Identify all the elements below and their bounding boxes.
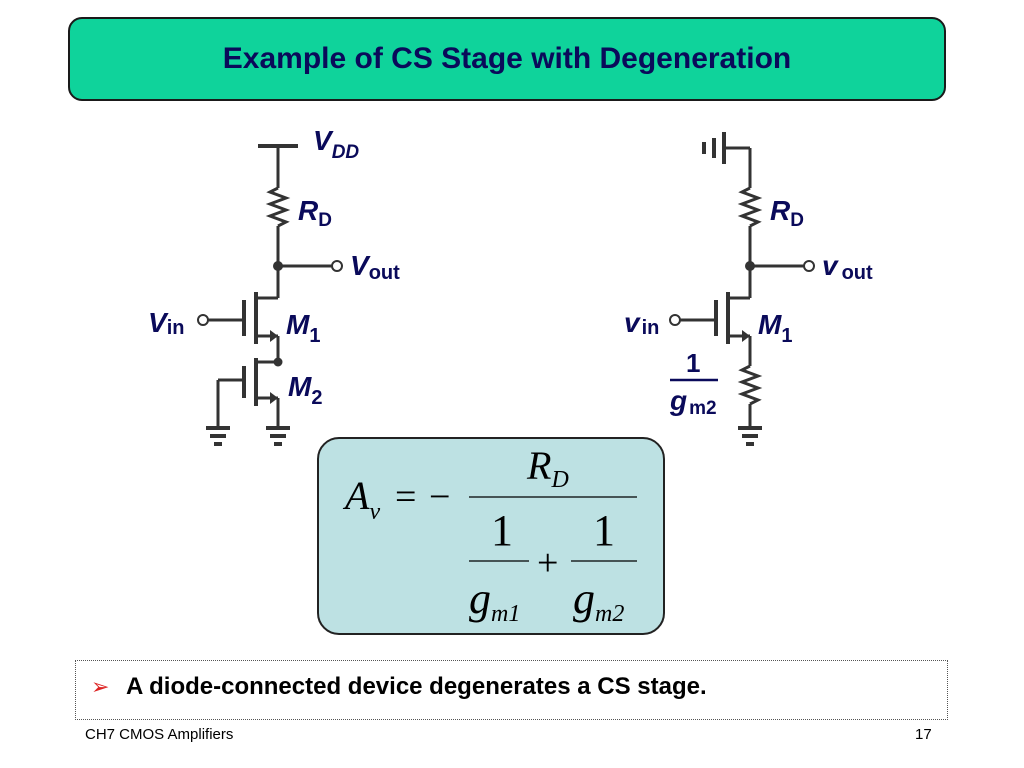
input-terminal-left <box>197 314 209 326</box>
rd-resistor-left <box>265 186 291 228</box>
input-terminal-right <box>669 314 681 326</box>
term2-numerator: 1 <box>593 506 615 555</box>
bullet-text: A diode-connected device degenerates a C… <box>126 673 707 700</box>
footer-course: CH7 CMOS Amplifiers <box>85 726 234 743</box>
gain-formula: Av = − RD 1 gm1 + 1 gm2 <box>342 443 637 627</box>
m1-label-right: M1 <box>758 309 792 347</box>
ground-symbol <box>206 426 230 446</box>
ac-ground-symbol <box>702 132 726 164</box>
vdd-label: VDD <box>313 125 359 163</box>
output-terminal-right <box>803 260 815 272</box>
ground-symbol <box>738 426 762 446</box>
m2-source-arrow-left <box>270 392 278 404</box>
source-resistor-right <box>737 364 763 406</box>
term2-denominator: gm2 <box>573 574 624 627</box>
rd-label-right: RD <box>770 195 804 231</box>
term1-denominator: gm1 <box>469 574 520 627</box>
bullet-arrow-icon: ➢ <box>91 675 110 700</box>
right-circuit <box>670 132 804 446</box>
m1-source-arrow-left <box>270 330 278 342</box>
source-res-numerator: 1 <box>686 348 700 378</box>
output-terminal-left <box>331 260 343 272</box>
page-number: 17 <box>915 726 932 743</box>
formula-plus: + <box>537 542 558 584</box>
formula-minus: − <box>429 476 450 518</box>
title-banner: Example of CS Stage with Degeneration <box>68 17 946 101</box>
formula-numerator: RD <box>526 443 569 493</box>
slide-title: Example of CS Stage with Degeneration <box>222 42 792 75</box>
ground-symbol <box>266 426 290 446</box>
gain-formula-box: Av = − RD 1 gm1 + 1 gm2 <box>317 437 665 635</box>
m1-label-left: M1 <box>286 309 320 347</box>
m1-source-arrow-right <box>742 330 750 342</box>
rd-label-left: RD <box>298 195 332 231</box>
vout-label-left: Vout <box>350 250 400 284</box>
vin-label-left: Vin <box>148 307 184 339</box>
output-node-left <box>273 261 283 271</box>
term1-numerator: 1 <box>491 506 513 555</box>
left-circuit <box>206 144 332 446</box>
m2-label-left: M2 <box>288 371 322 409</box>
formula-lhs: Av <box>342 473 380 525</box>
bullet-box: ➢ A diode-connected device degenerates a… <box>75 660 948 720</box>
rd-resistor-right <box>737 186 763 228</box>
output-node-right <box>745 261 755 271</box>
formula-equals: = <box>395 476 416 518</box>
